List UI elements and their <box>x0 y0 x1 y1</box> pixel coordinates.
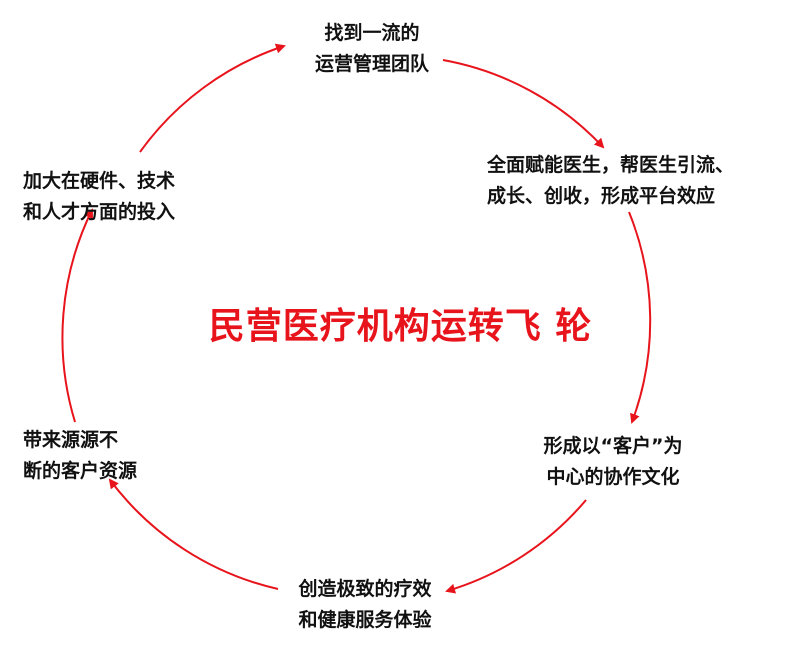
arrow-experience-to-resources <box>108 478 279 590</box>
node-text-line: 形成以“客户”为 <box>543 435 683 457</box>
node-empower-doctors: 全面赋能医生，帮医生引流、 成长、创收，形成平台效应 <box>487 150 734 212</box>
diagram-title: 民营医疗机构运转飞 轮 <box>208 306 593 347</box>
node-text-line: 运营管理团队 <box>314 53 429 75</box>
node-text-line: 和人才方面的投入 <box>23 201 176 223</box>
node-text-line: 断的客户资源 <box>23 460 138 482</box>
node-text-line: 创造极致的疗效 <box>298 578 432 600</box>
node-text-line: 加大在硬件、技术 <box>23 170 176 192</box>
node-service-experience: 创造极致的疗效 和健康服务体验 <box>275 574 455 636</box>
node-text-line: 带来源源不 <box>23 429 119 451</box>
node-customer-resources: 带来源源不 断的客户资源 <box>23 425 137 487</box>
node-customer-culture: 形成以“客户”为 中心的协作文化 <box>508 431 718 493</box>
node-text-line: 中心的协作文化 <box>546 466 680 488</box>
arrow-culture-to-experience <box>445 499 587 594</box>
arrow-investment-to-team <box>139 43 286 153</box>
node-text-line: 和健康服务体验 <box>298 609 432 631</box>
arrow-empower-to-culture <box>628 211 652 424</box>
node-text-line: 全面赋能医生，帮医生引流、 <box>487 154 735 176</box>
arrow-resources-to-investment <box>61 208 93 423</box>
node-management-team: 找到一流的 运营管理团队 <box>292 18 452 80</box>
node-investment: 加大在硬件、技术 和人才方面的投入 <box>23 166 175 228</box>
arrow-team-to-empower <box>442 59 605 149</box>
node-text-line: 找到一流的 <box>324 22 420 44</box>
node-text-line: 成长、创收，形成平台效应 <box>487 185 716 207</box>
